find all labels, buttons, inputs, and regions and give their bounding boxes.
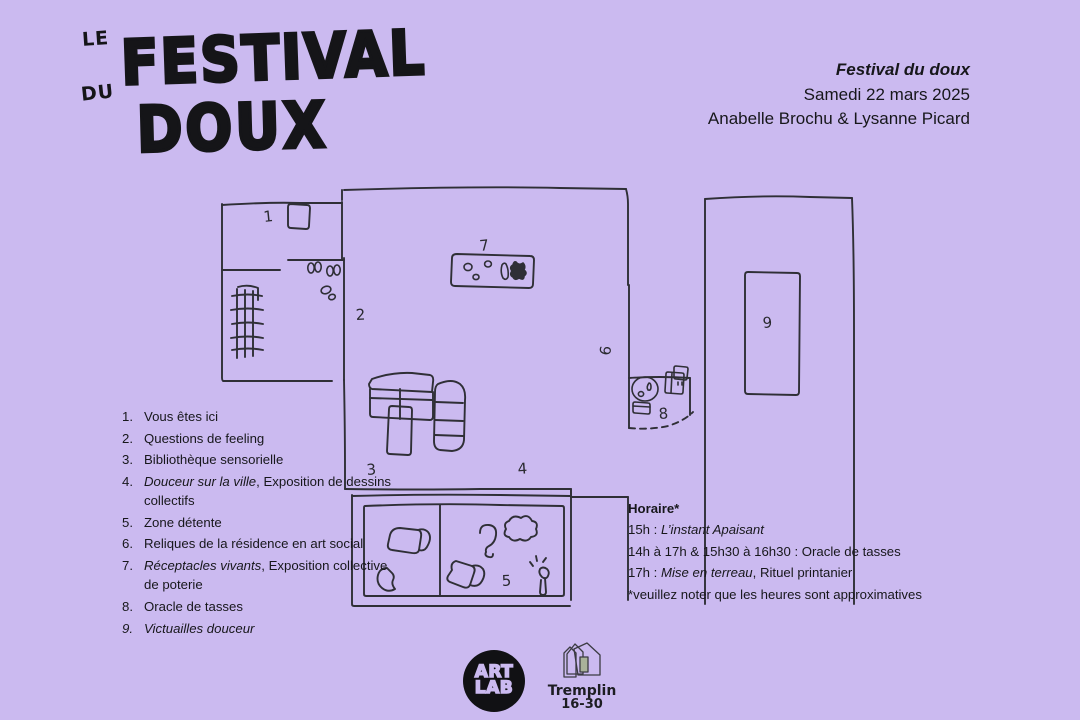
legend-item-label: Zone détente xyxy=(144,514,222,530)
legend-item-label: Bibliothèque sensorielle xyxy=(144,452,284,468)
schedule-row-time: 17h : xyxy=(628,565,661,581)
legend-item-number: 5. xyxy=(122,514,133,530)
legend-item: 4. Douceur sur la ville, Exposition de de… xyxy=(122,472,392,511)
legend-item: 7. Réceptacles vivants, Exposition collec… xyxy=(122,556,392,595)
schedule-row: 15h : L’instant Apaisant xyxy=(628,519,958,540)
logo-word-du: DU xyxy=(79,80,116,106)
schedule-row-title-italic: Mise en terreau xyxy=(661,565,753,581)
map-number-6: 6 xyxy=(596,345,615,357)
tremplin-sub: 16-30 xyxy=(561,697,603,713)
legend-item-number: 9. xyxy=(122,620,133,636)
legend-item-number: 6. xyxy=(122,536,133,552)
tremplin-house-icon xyxy=(563,642,601,678)
tremplin-name: Tremplin xyxy=(547,682,617,699)
legend-item-label: Reliques de la résidence en art social xyxy=(144,536,364,552)
tremplin-logo: Tremplin 16-30 xyxy=(547,641,617,712)
map-number-2: 2 xyxy=(355,306,365,324)
artlab-logo-line1: ART xyxy=(474,662,514,683)
schedule-rows: 15h : L’instant Apaisant 14h à 17h & 15h3… xyxy=(628,519,958,583)
map-number-8: 8 xyxy=(658,404,669,423)
legend-item-subtitle: , Exposition collective de poterie xyxy=(144,557,388,593)
legend-item-number: 3. xyxy=(122,452,133,468)
legend-item: 3. Bibliothèque sensorielle xyxy=(122,450,392,470)
map-number-7: 7 xyxy=(479,236,490,255)
artlab-logo: ART LAB xyxy=(463,650,525,712)
event-date: Samedi 22 mars 2025 xyxy=(803,84,970,104)
schedule-row-time: 15h : xyxy=(628,522,661,538)
schedule-block: Horaire* 15h : L’instant Apaisant 14h à 1… xyxy=(628,498,958,605)
legend-item-number: 8. xyxy=(122,598,133,614)
event-hosts: Anabelle Brochu & Lysanne Picard xyxy=(707,109,970,129)
footer-logos: ART LAB Tremplin 16-30 xyxy=(0,641,1080,712)
schedule-row: 17h : Mise en terreau, Rituel printanier xyxy=(628,562,958,583)
legend-item: 6. Reliques de la résidence en art social xyxy=(122,534,392,554)
legend-item-label: Vous êtes ici xyxy=(144,409,219,425)
event-title: Festival du doux xyxy=(835,60,970,79)
schedule-title: Horaire* xyxy=(628,501,680,516)
schedule-row-time: 14h à 17h & 15h30 à 16h30 : Oracle de ta… xyxy=(628,543,901,559)
schedule-row: 14h à 17h & 15h30 à 16h30 : Oracle de ta… xyxy=(628,541,958,562)
legend-item: 8. Oracle de tasses xyxy=(122,597,392,617)
legend-item: 1. Vous êtes ici xyxy=(122,407,392,427)
schedule-row-rest: , Rituel printanier xyxy=(752,565,853,581)
logo-word-le: LE xyxy=(81,27,110,51)
legend-item-label: Victuailles douceur xyxy=(144,620,255,636)
legend-item-number: 7. xyxy=(122,557,133,573)
schedule-row-title-italic: L’instant Apaisant xyxy=(661,522,764,538)
legend-item-title-italic: Réceptacles vivants xyxy=(144,557,262,573)
artlab-logo-line2: LAB xyxy=(474,678,514,698)
event-header: Festival du doux Samedi 22 mars 2025 Ana… xyxy=(708,58,970,132)
logo-word-festival: FESTIVAL xyxy=(118,15,429,100)
legend-item-label: Questions de feeling xyxy=(144,430,265,446)
legend-item: 9. Victuailles douceur xyxy=(122,619,392,639)
map-number-4: 4 xyxy=(517,459,528,478)
legend-item-title-italic: Douceur sur la ville xyxy=(144,473,257,489)
legend-item: 5. Zone détente xyxy=(122,513,392,533)
legend-item: 2. Questions de feeling xyxy=(122,429,392,449)
legend-item-subtitle: , Exposition de dessins collectifs xyxy=(144,473,392,509)
festival-logo: LE FESTIVAL DU DOUX xyxy=(78,15,429,168)
logo-word-doux: DOUX xyxy=(134,86,331,168)
map-number-9: 9 xyxy=(762,313,773,332)
legend-item-label: Réceptacles vivants, Exposition collecti… xyxy=(144,556,392,595)
schedule-note: *veuillez noter que les heures sont appr… xyxy=(628,586,922,602)
map-number-1: 1 xyxy=(263,207,274,226)
legend-item-number: 1. xyxy=(122,409,133,425)
legend-item-number: 2. xyxy=(122,430,133,446)
legend-item-label: Oracle de tasses xyxy=(144,598,243,614)
legend-item-number: 4. xyxy=(122,473,133,489)
map-number-5: 5 xyxy=(501,572,511,590)
map-legend: 1. Vous êtes ici 2. Questions de feeling 3. B… xyxy=(82,407,392,640)
legend-item-label: Douceur sur la ville, Exposition de dess… xyxy=(144,472,392,511)
